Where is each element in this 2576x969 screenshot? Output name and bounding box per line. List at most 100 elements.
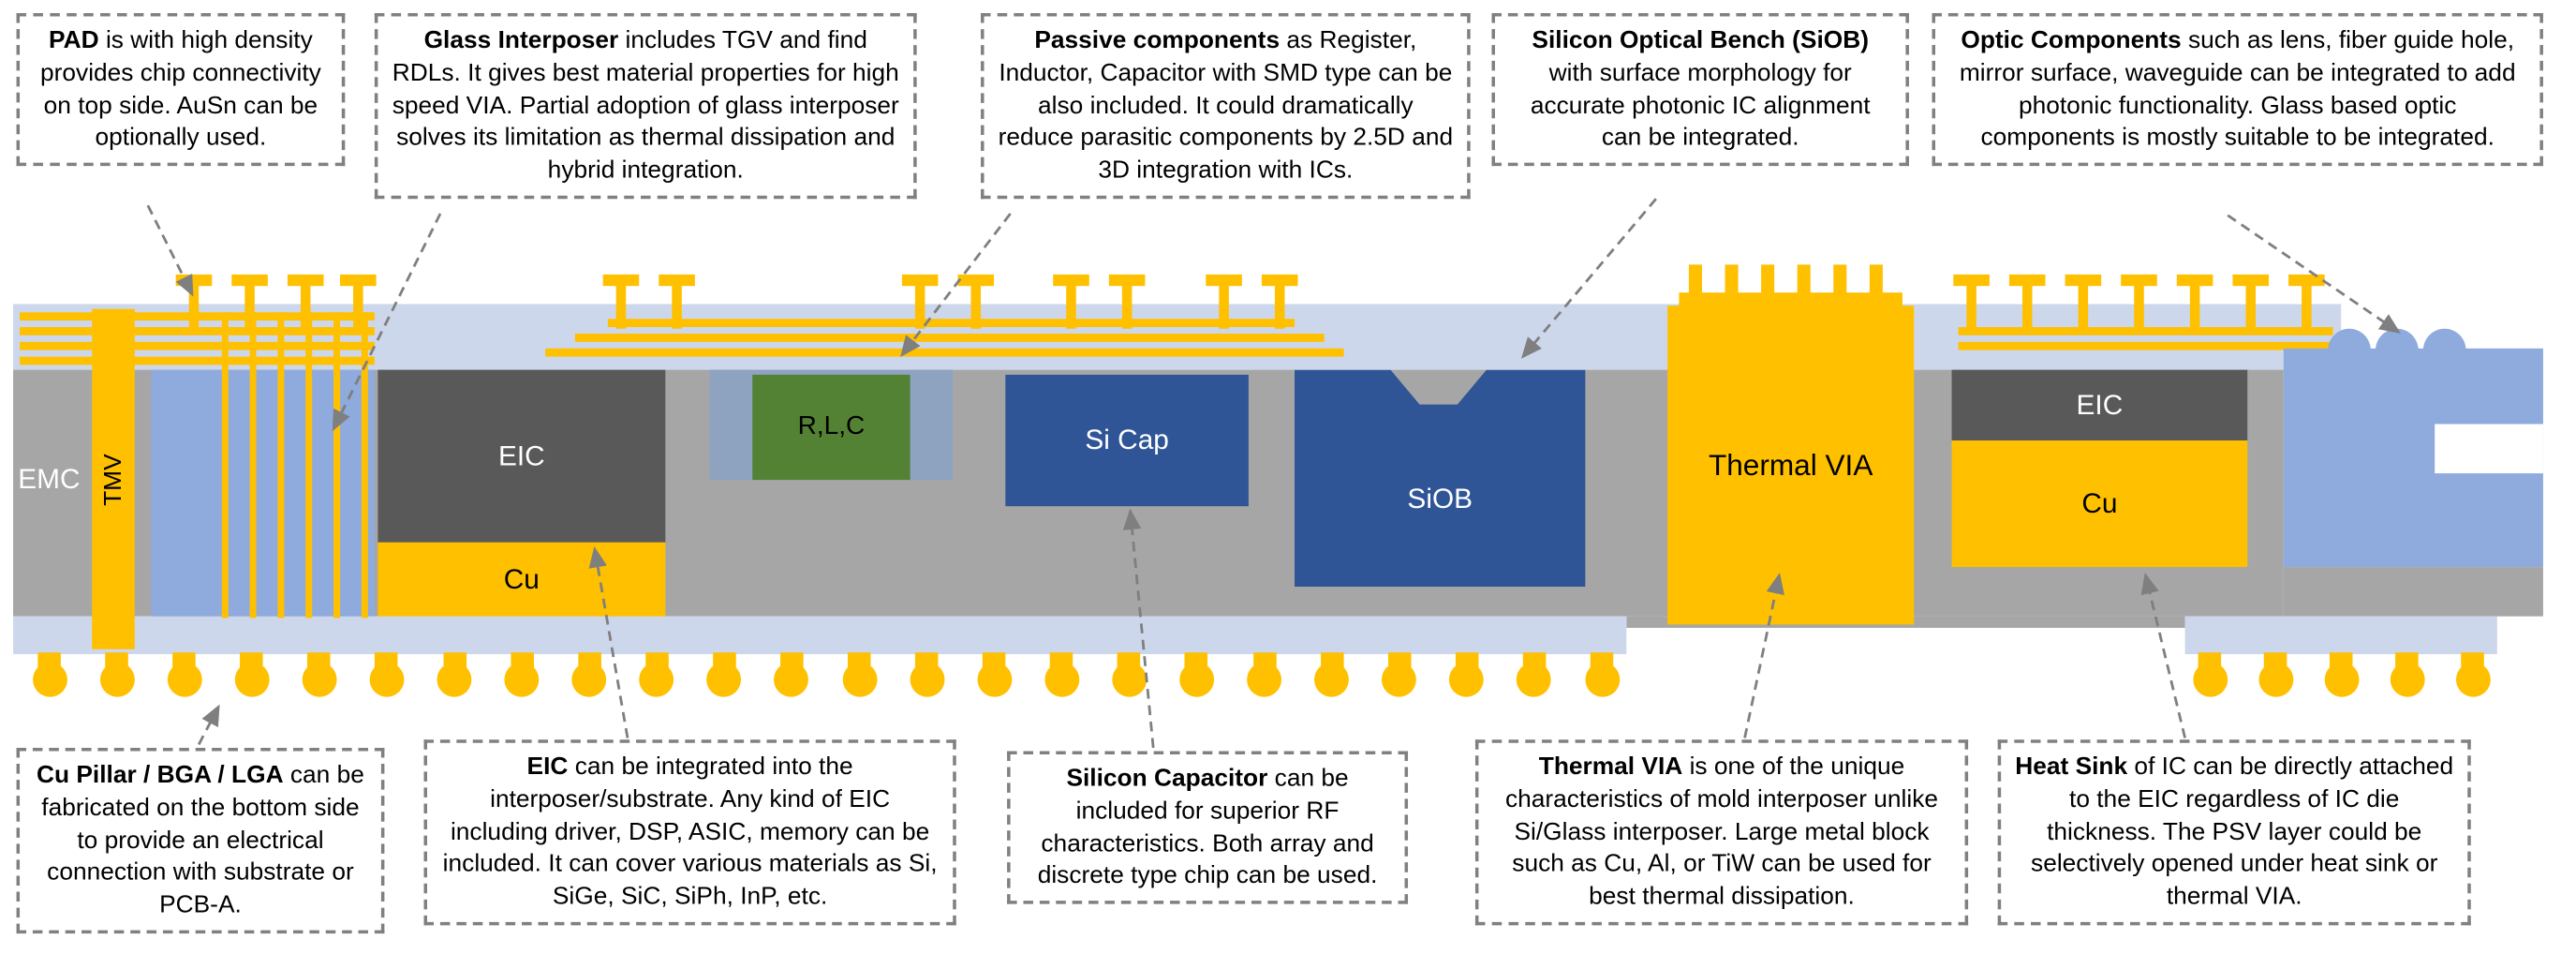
pad-stem (672, 284, 682, 329)
eic-die-left: EIC (378, 369, 666, 543)
solder-ball-icon (1044, 662, 1079, 697)
solder-ball-icon (32, 662, 67, 697)
pad-stem (2245, 284, 2257, 329)
thermal-via-finger (1797, 264, 1811, 294)
solder-ball-icon (1449, 662, 1485, 697)
solder-ball-icon (167, 662, 202, 697)
callout-eic-text: can be integrated into the interposer/su… (442, 753, 938, 911)
tgv-via (333, 312, 341, 619)
callout-optic-components-bold: Optic Components (1961, 26, 2182, 54)
rdl-trace (1958, 327, 2333, 335)
glass-interposer-slab (151, 369, 375, 617)
thermal-via-finger (1688, 264, 1702, 294)
pad-icon (2008, 274, 2046, 287)
pad-icon (2121, 274, 2157, 287)
tgv-via (361, 312, 368, 619)
pad-stem (970, 284, 982, 329)
callout-thermal-via-text: is one of the unique characteristics of … (1504, 753, 1939, 911)
pad-icon (1953, 274, 1990, 287)
thermal-via-finger (1725, 264, 1739, 294)
solder-ball-icon (571, 662, 607, 697)
bottom-layer-left (13, 616, 1627, 655)
callout-optic-components: Optic Components such as lens, fiber gui… (1932, 13, 2543, 167)
tgv-via (277, 312, 285, 619)
pad-stem (353, 284, 363, 329)
callout-optic-components-text: such as lens, fiber guide hole, mirror s… (1959, 26, 2516, 153)
pad-icon (659, 274, 695, 287)
pad-icon (1206, 274, 1242, 287)
callout-passive-components-bold: Passive components (1034, 26, 1281, 54)
rlc-label: R,L,C (797, 412, 866, 441)
callout-pad-bold: PAD (49, 26, 99, 54)
callout-glass-interposer: Glass Interposer includes TGV and find R… (374, 13, 917, 200)
rdl-trace (607, 319, 1295, 328)
callout-pad: PAD is with high density provides chip c… (16, 13, 346, 167)
pad-icon (2065, 274, 2102, 287)
pad-stem (2078, 284, 2089, 329)
pad-stem (1274, 284, 1285, 329)
passive-rlc-chip: R,L,C (752, 374, 910, 481)
cu-right-label: Cu (2081, 487, 2118, 519)
pad-stem (1121, 284, 1133, 329)
solder-ball-icon (909, 662, 944, 697)
pad-stem (1066, 284, 1076, 329)
callout-siob-text: with surface morphology for accurate pho… (1530, 58, 1871, 153)
rdl-trace (20, 341, 375, 350)
pad-icon (1261, 274, 1298, 287)
solder-ball-icon (302, 662, 337, 697)
rdl-trace (20, 356, 375, 365)
siob-block: SiOB (1295, 369, 1586, 588)
solder-ball-icon (977, 662, 1012, 697)
eic-die-right: EIC (1951, 369, 2248, 441)
solder-ball-icon (1247, 662, 1282, 697)
solder-ball-icon (841, 662, 877, 697)
pad-stem (615, 284, 627, 329)
silicon-capacitor-die: Si Cap (1005, 374, 1249, 507)
solder-ball-icon (1179, 662, 1215, 697)
pad-stem (2302, 284, 2312, 329)
solder-ball-icon (2192, 662, 2228, 697)
solder-ball-icon (234, 662, 270, 697)
solder-ball-icon (639, 662, 674, 697)
eic-left-label: EIC (497, 440, 545, 471)
callout-silicon-capacitor-bold: Silicon Capacitor (1066, 764, 1268, 793)
pad-stem (2021, 284, 2033, 329)
pad-stem (188, 284, 200, 329)
solder-ball-icon (1517, 662, 1552, 697)
callout-heat-sink-text: of IC can be directly attached to the EI… (2031, 753, 2454, 911)
callout-eic: EIC can be integrated into the interpose… (423, 739, 956, 926)
cu-block-left: Cu (378, 542, 666, 617)
solder-ball-icon (2323, 662, 2359, 697)
rdl-trace (545, 348, 1344, 357)
pad-stem (914, 284, 925, 329)
callout-thermal-via: Thermal VIA is one of the unique charact… (1474, 739, 1969, 926)
thermal-via-label: Thermal VIA (1708, 447, 1873, 481)
solder-ball-icon (437, 662, 472, 697)
callout-siob: Silicon Optical Bench (SiOB) with surfac… (1491, 13, 1909, 167)
eic-right-label: EIC (2076, 388, 2124, 421)
pad-icon (231, 274, 268, 287)
callout-heat-sink-bold: Heat Sink (2015, 753, 2128, 782)
solder-ball-icon (504, 662, 540, 697)
emc-label: EMC (18, 463, 81, 495)
callout-glass-interposer-text: includes TGV and find RDLs. It gives bes… (392, 26, 899, 185)
pad-stem (300, 284, 311, 329)
pad-icon (1053, 274, 1089, 287)
callout-silicon-capacitor-text: can be included for superior RF characte… (1037, 764, 1378, 890)
callout-pad-text: is with high density provides chip conne… (40, 26, 321, 153)
solder-ball-icon (1112, 662, 1147, 697)
thermal-via-comb-bar (1679, 292, 1902, 307)
cu-left-label: Cu (503, 562, 540, 595)
callout-cu-pillar-bold: Cu Pillar / BGA / LGA (36, 761, 284, 789)
solder-ball-icon (1382, 662, 1417, 697)
si-cap-label: Si Cap (1085, 424, 1169, 455)
callout-passive-components: Passive components as Register, Inductor… (981, 13, 1471, 200)
bottom-layer-right (2184, 616, 2497, 655)
thermal-via-finger (1761, 264, 1775, 294)
rdl-trace (20, 327, 375, 335)
tgv-via (249, 312, 257, 619)
callout-cu-pillar: Cu Pillar / BGA / LGA can be fabricated … (16, 747, 385, 934)
